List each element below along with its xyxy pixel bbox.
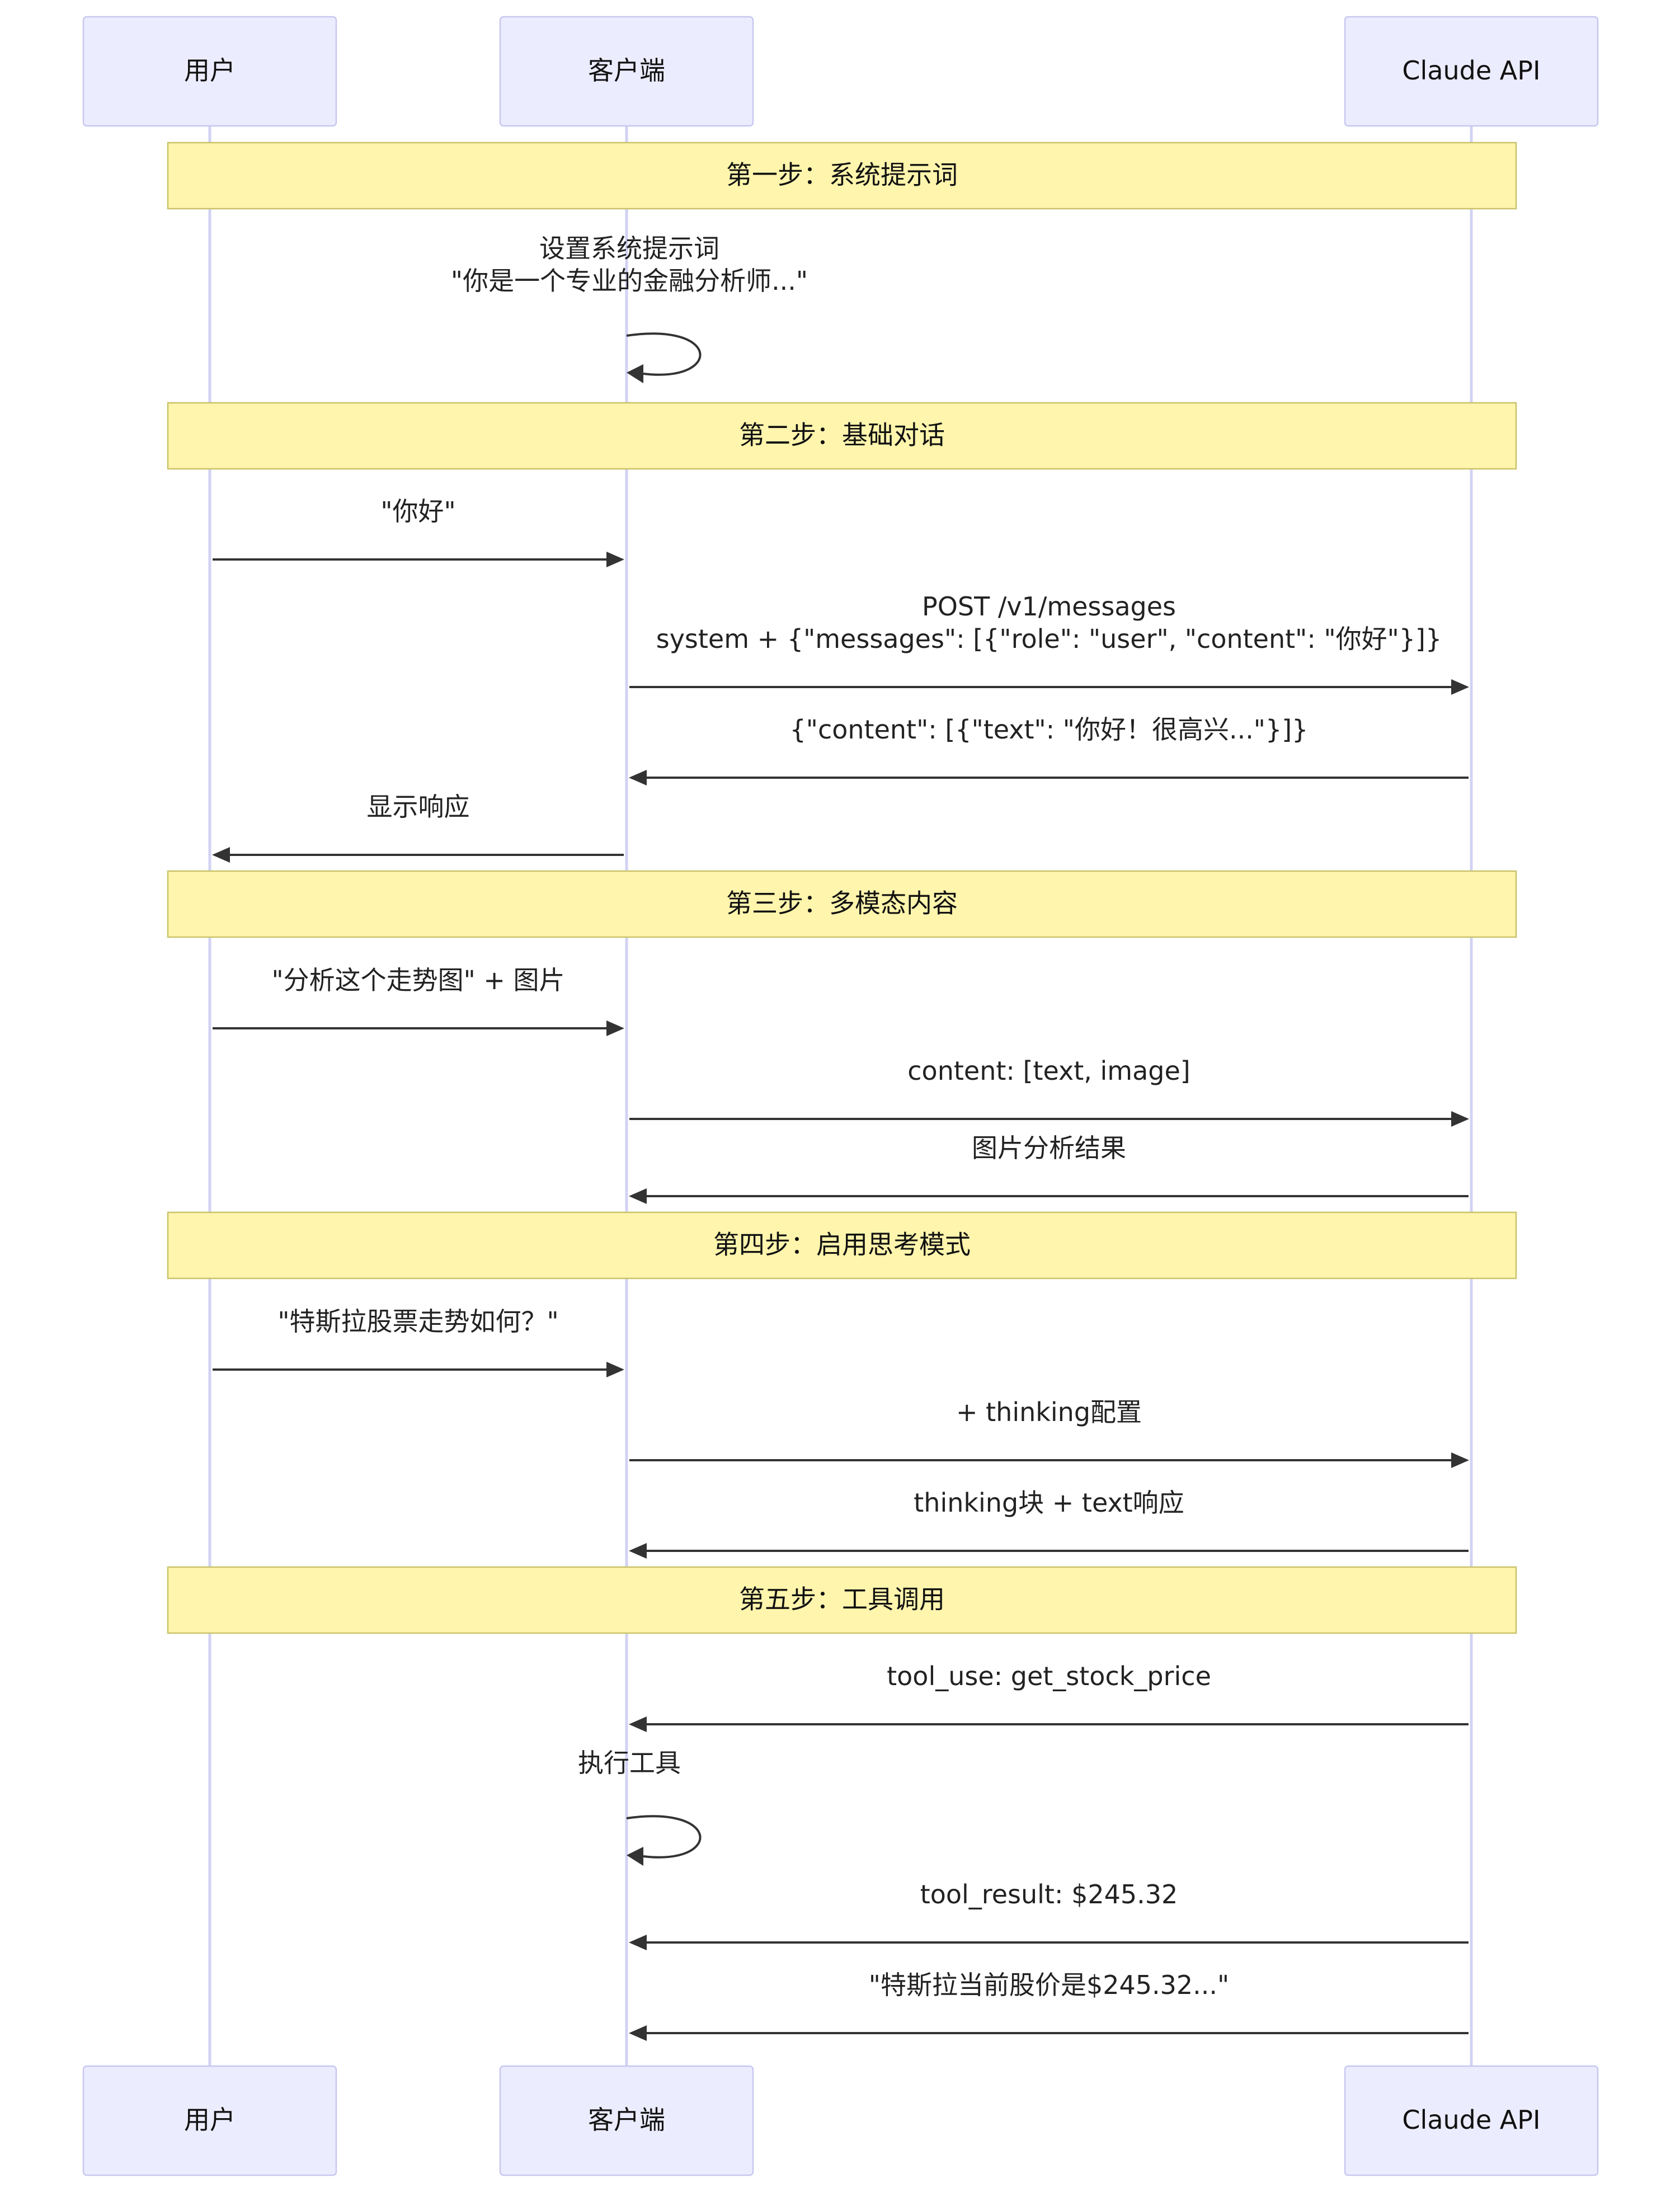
arrowhead — [629, 770, 647, 785]
arrowhead — [1451, 679, 1469, 695]
message-label: 显示响应 — [367, 792, 470, 822]
arrowhead — [1451, 1452, 1469, 1468]
self-message: 执行工具 — [578, 1748, 702, 1866]
step-note-label: 第二步：基础对话 — [739, 420, 945, 450]
message-label: 图片分析结果 — [972, 1133, 1126, 1163]
self-message-label: "你是一个专业的金融分析师..." — [451, 266, 808, 296]
arrowhead — [212, 847, 230, 863]
message-arrow: content: [text, image] — [629, 1056, 1469, 1127]
self-message-label: 执行工具 — [578, 1748, 681, 1778]
message-arrow: "分析这个走势图" + 图片 — [213, 965, 624, 1036]
message-arrow: "特斯拉当前股价是$245.32..." — [629, 1970, 1469, 2041]
self-message: 设置系统提示词"你是一个专业的金融分析师..." — [451, 233, 808, 383]
arrowhead — [629, 1935, 647, 1950]
actor-box-user-top: 用户 — [82, 16, 337, 127]
message-label: "分析这个走势图" + 图片 — [271, 965, 564, 995]
actor-box-user-bottom: 用户 — [82, 2065, 337, 2176]
step-note-label: 第一步：系统提示词 — [726, 160, 958, 190]
arrowhead — [606, 1362, 624, 1377]
message-arrow: {"content": [{"text": "你好！很高兴..."}]} — [629, 714, 1469, 785]
arrowhead — [629, 1716, 647, 1732]
message-arrow: "你好" — [213, 496, 624, 567]
arrowhead — [629, 2025, 647, 2041]
step-note: 第二步：基础对话 — [167, 402, 1517, 470]
message-label: system + {"messages": [{"role": "user", … — [656, 624, 1442, 654]
message-label: "特斯拉当前股价是$245.32..." — [869, 1970, 1229, 2000]
arrowhead — [629, 1188, 647, 1204]
message-label: content: [text, image] — [907, 1056, 1190, 1086]
step-note: 第五步：工具调用 — [167, 1566, 1517, 1634]
message-label: {"content": [{"text": "你好！很高兴..."}]} — [790, 714, 1309, 745]
step-note-label: 第四步：启用思考模式 — [713, 1230, 971, 1260]
message-label: "你好" — [380, 496, 455, 526]
message-arrow: 显示响应 — [212, 792, 624, 863]
self-message-label: 设置系统提示词 — [539, 233, 719, 264]
step-note: 第一步：系统提示词 — [167, 142, 1517, 210]
arrowhead — [627, 364, 643, 383]
actor-box-client-top: 客户端 — [499, 16, 754, 127]
actor-label: 客户端 — [588, 55, 665, 86]
message-arrow: thinking块 + text响应 — [629, 1488, 1469, 1559]
step-note-label: 第三步：多模态内容 — [726, 888, 958, 919]
message-label: + thinking配置 — [956, 1397, 1142, 1427]
message-arrow: tool_result: $245.32 — [629, 1879, 1469, 1950]
message-label: thinking块 + text响应 — [914, 1488, 1184, 1518]
message-arrow: "特斯拉股票走势如何？" — [213, 1306, 624, 1377]
step-notes: 第一步：系统提示词第二步：基础对话第三步：多模态内容第四步：启用思考模式第五步：… — [167, 142, 1517, 1634]
arrowhead — [627, 1847, 643, 1866]
step-note: 第三步：多模态内容 — [167, 870, 1517, 938]
arrowhead — [1451, 1111, 1469, 1127]
arrowhead — [606, 552, 624, 567]
actor-box-api-top: Claude API — [1344, 16, 1599, 127]
arrowhead — [629, 1543, 647, 1559]
message-arrow: tool_use: get_stock_price — [629, 1661, 1469, 1732]
messages: 设置系统提示词"你是一个专业的金融分析师..." "你好" POST /v1/mes… — [212, 233, 1469, 2041]
actor-box-client-bottom: 客户端 — [499, 2065, 754, 2176]
message-arrow: + thinking配置 — [629, 1397, 1469, 1468]
actor-label: 用户 — [184, 55, 236, 86]
step-note-label: 第五步：工具调用 — [739, 1584, 945, 1615]
message-label: POST /v1/messages — [922, 591, 1176, 622]
actor-label: Claude API — [1402, 55, 1540, 86]
step-note: 第四步：启用思考模式 — [167, 1211, 1517, 1280]
arrowhead — [606, 1020, 624, 1036]
message-label: "特斯拉股票走势如何？" — [277, 1306, 558, 1337]
actor-label: 客户端 — [588, 2105, 665, 2135]
message-label: tool_use: get_stock_price — [887, 1661, 1211, 1691]
message-label: tool_result: $245.32 — [920, 1879, 1178, 1909]
actor-label: 用户 — [184, 2105, 236, 2135]
actor-box-api-bottom: Claude API — [1344, 2065, 1599, 2176]
message-arrow: 图片分析结果 — [629, 1133, 1469, 1204]
actor-label: Claude API — [1402, 2105, 1540, 2135]
